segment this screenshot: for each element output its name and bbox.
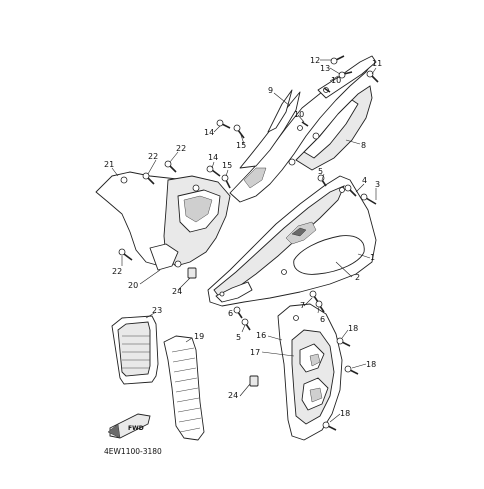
leader-lines [111,59,377,423]
callout-12: 12 [310,56,320,65]
callout-5-lower: 5 [236,333,241,342]
callout-16: 16 [256,331,266,340]
callout-18-top: 18 [348,324,358,333]
callout-6-right: 6 [320,315,325,324]
callout-18-middle: 18 [366,360,376,369]
callout-labels: 1 2 3 4 5 5 6 7 6 8 9 10 10 11 12 13 14 … [104,56,382,418]
callout-7: 7 [300,301,305,310]
callout-10-upper: 10 [331,76,341,85]
callout-5-upper: 5 [318,167,323,176]
callout-22-bottom: 22 [112,267,122,276]
bolts [118,55,379,431]
callout-15-upper: 15 [236,141,246,150]
callout-6-left: 6 [228,309,233,318]
callout-10-lower: 10 [294,110,304,119]
callout-24-lower: 24 [228,391,238,400]
fwd-arrow: FWD [107,413,151,439]
callout-14-upper: 14 [204,128,214,137]
callout-22-right: 22 [176,144,186,153]
diagram-code: 4EW1100-3180 [104,447,162,456]
callout-24-upper: 24 [172,287,182,296]
callout-18-bottom: 18 [340,409,350,418]
fwd-label: FWD [128,425,144,432]
callout-15-lower: 15 [222,161,232,170]
callout-11: 11 [372,59,382,68]
callout-19: 19 [194,332,204,341]
callout-20: 20 [128,281,138,290]
callout-13: 13 [320,64,330,73]
clip-nuts [187,267,259,387]
right-shroud [277,303,343,441]
callout-23: 23 [152,306,162,315]
callout-3: 3 [375,180,380,189]
left-shroud [95,171,231,271]
radiator-louver-19 [163,335,205,441]
callout-9: 9 [268,86,273,95]
callout-2: 2 [355,273,360,282]
callout-8: 8 [361,141,366,150]
main-side-cover [207,175,377,307]
callout-17: 17 [250,348,260,357]
callout-4: 4 [362,176,367,185]
callout-22-left: 22 [148,152,158,161]
callout-14-lower: 14 [208,153,218,162]
callout-1: 1 [370,253,375,262]
upper-side-cover [229,55,377,203]
radiator-guard-23 [111,315,159,385]
callout-21: 21 [104,160,114,169]
